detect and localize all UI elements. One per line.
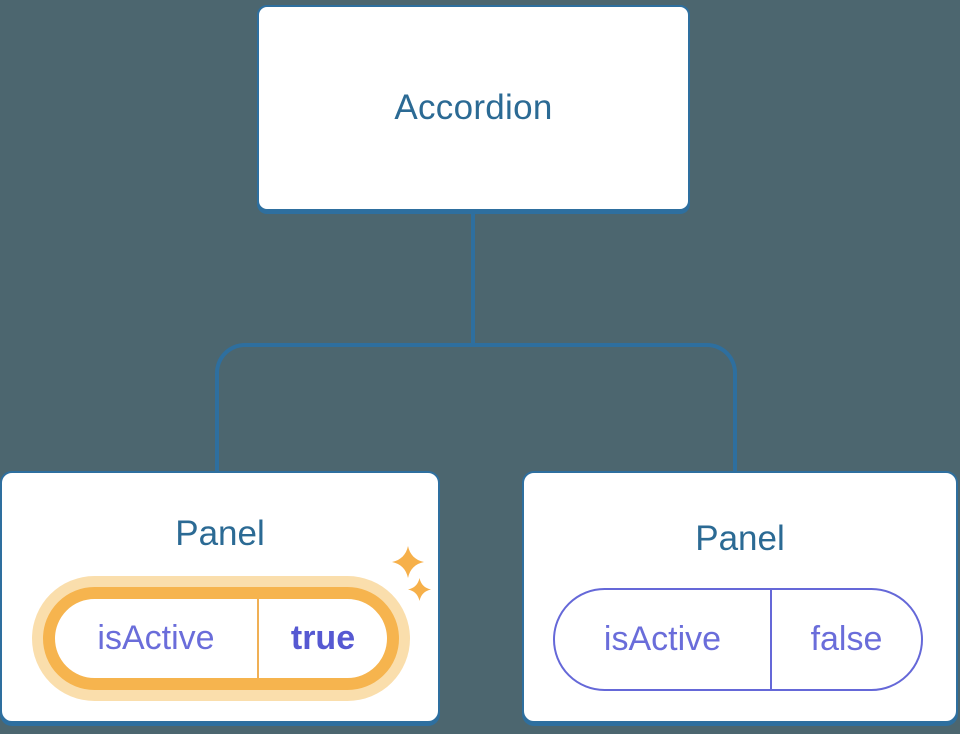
state-value: false (810, 620, 883, 658)
state-name: isActive (603, 620, 722, 658)
connector-stem (471, 211, 475, 345)
state-pill-divider (770, 590, 772, 689)
panel-node-active: Panel isActive true (0, 471, 440, 723)
accordion-node: Accordion (257, 5, 690, 211)
connector-branch (215, 343, 737, 472)
panel-node-inactive: Panel isActive false (522, 471, 958, 723)
sparkle-icon-small (408, 578, 431, 601)
state-pill-inactive: isActive false (553, 588, 923, 691)
state-pill-divider (257, 599, 259, 678)
state-pill-active: isActive true (43, 587, 399, 690)
panel-node-label: Panel (175, 514, 265, 553)
panel-node-label: Panel (695, 519, 785, 558)
accordion-node-label: Accordion (394, 88, 553, 127)
state-value: true (290, 619, 356, 657)
sparkle-icon-large (392, 546, 424, 578)
state-name: isActive (97, 619, 215, 657)
